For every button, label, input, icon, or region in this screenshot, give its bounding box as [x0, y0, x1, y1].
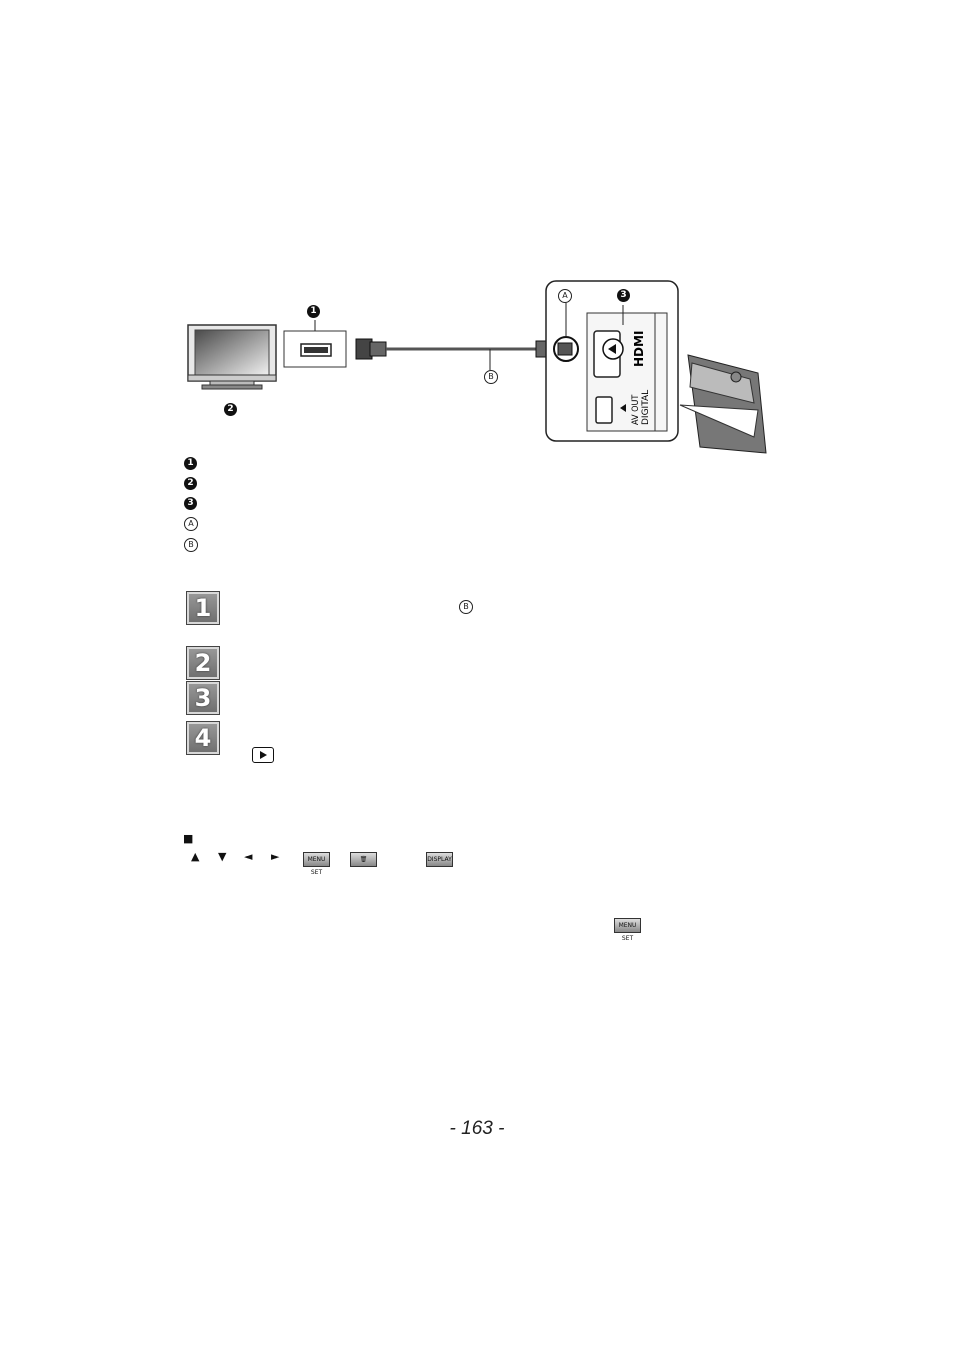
legend-item-1: 1: [184, 454, 208, 472]
step-4-badge: 4: [186, 721, 220, 755]
legend-item-a: A: [184, 515, 208, 533]
menu-set-icon: MENU SET: [303, 852, 330, 876]
svg-text:AV OUT: AV OUT: [631, 395, 641, 425]
trash-icon: 🗑: [350, 852, 377, 867]
legend-item-2: 2: [184, 474, 208, 492]
legend-marker: 3: [184, 496, 197, 510]
legend-item-3: 3: [184, 494, 208, 512]
callout-2: 2: [224, 403, 237, 416]
connection-diagram: HDMI AV OUT DIGITAL: [187, 280, 767, 454]
section-bullet: ■: [183, 832, 194, 845]
step-1-marker-b: B: [459, 600, 473, 614]
down-arrow-icon: ▼: [218, 850, 227, 863]
legend-item-b: B: [184, 536, 208, 554]
play-icon: [252, 747, 274, 763]
menu-set-icon-note: MENU SET: [614, 918, 641, 942]
legend-marker: 1: [184, 456, 197, 470]
display-icon: DISPLAY: [426, 852, 453, 867]
tv-illustration: [187, 324, 277, 390]
callout-b: B: [484, 370, 498, 384]
right-arrow-icon: ►: [271, 850, 280, 863]
legend-marker: B: [184, 538, 198, 552]
callout-3: 3: [617, 289, 630, 302]
camera-illustration: [679, 354, 767, 454]
legend-marker: A: [184, 517, 198, 531]
step-3-badge: 3: [186, 681, 220, 715]
legend-marker: 2: [184, 476, 197, 490]
svg-text:HDMI: HDMI: [632, 331, 646, 367]
svg-text:DIGITAL: DIGITAL: [641, 390, 651, 425]
page-number: - 163 -: [449, 1118, 505, 1139]
up-arrow-icon: ▲: [191, 850, 200, 863]
step-1-badge: 1: [186, 591, 220, 625]
callout-1: 1: [307, 305, 320, 318]
step-2-badge: 2: [186, 646, 220, 680]
callout-a: A: [558, 289, 572, 303]
left-arrow-icon: ◄: [244, 850, 253, 863]
